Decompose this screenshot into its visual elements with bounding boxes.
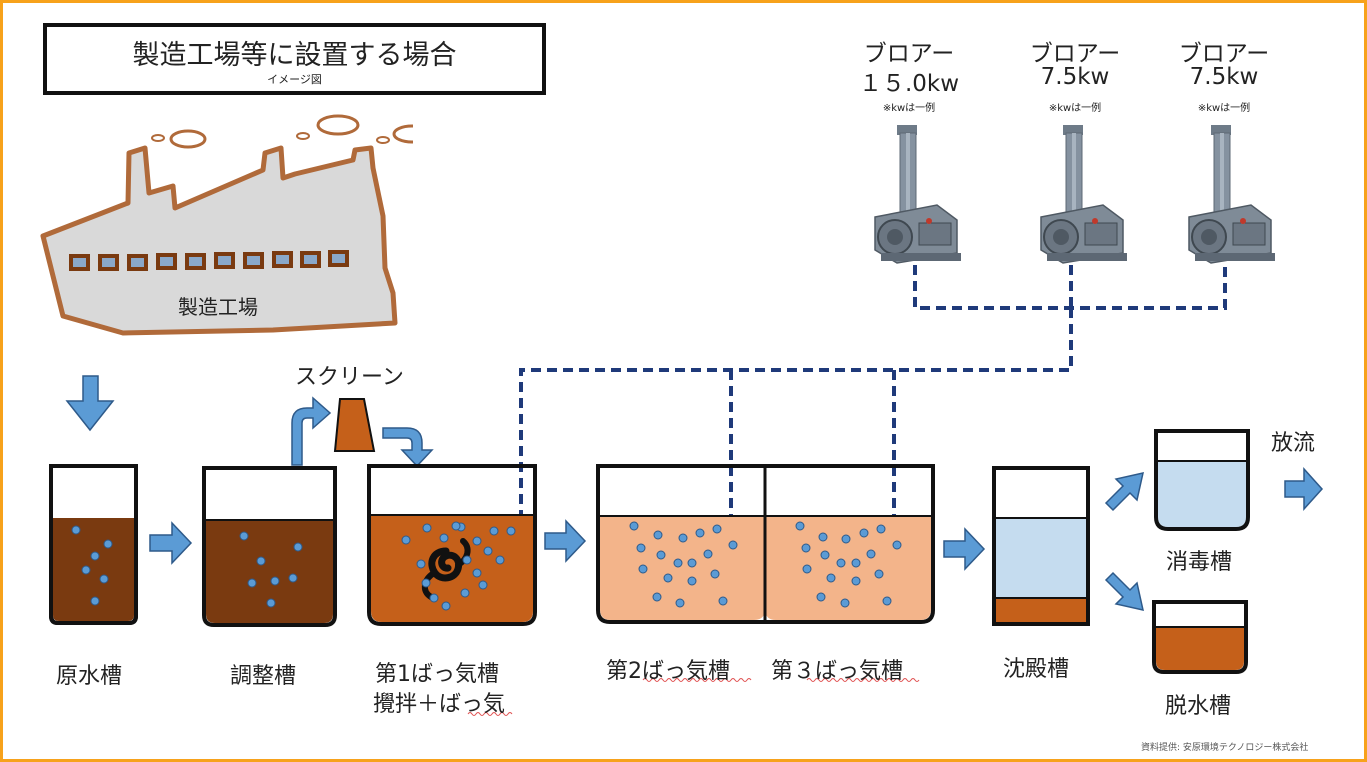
arrow-down-right-icon <box>1104 571 1144 611</box>
arrow-up-right-icon <box>1104 472 1144 512</box>
dewater-tank-label: 脱水槽 <box>1165 694 1232 719</box>
screen-label: スクリーン <box>295 365 404 390</box>
aer1-bubbles <box>401 521 516 611</box>
adjust-tank-label: 調整槽 <box>230 664 297 689</box>
blower-2-note: ※kwは一例 <box>1048 103 1102 114</box>
aeration-tank-3 <box>765 516 931 620</box>
arrow-right-icon <box>544 519 587 563</box>
blower-1-power: １５.0kw <box>858 71 960 97</box>
raw-tank-bubbles <box>71 525 113 606</box>
process-diagram <box>49 124 1324 716</box>
blower-1-name: ブロアー <box>863 41 955 67</box>
settling-tank-label: 沈殿槽 <box>1003 657 1070 682</box>
aeration-tank-2 <box>600 516 765 620</box>
disinfection-tank-label: 消毒槽 <box>1166 550 1233 575</box>
aer3-label: 第３ばっ気槽 <box>771 659 904 684</box>
spellcheck-underlines <box>467 678 920 716</box>
discharge-label: 放流 <box>1271 431 1316 456</box>
raw-water-tank <box>49 464 138 625</box>
aer1-sublabel: 攪拌＋ばっ気 <box>373 692 506 717</box>
dewater-tank <box>1152 600 1248 674</box>
factory-icon <box>40 114 413 336</box>
blower-3-power: 7.5kw <box>1189 64 1259 90</box>
arrow-right-icon <box>943 527 986 571</box>
blower-1-note: ※kwは一例 <box>882 103 936 114</box>
adjust-tank-bubbles <box>239 531 303 608</box>
arrow-up-right-icon <box>291 396 332 466</box>
disinfection-tank <box>1154 429 1250 531</box>
aer3-bubbles <box>795 521 902 608</box>
blower-3-name: ブロアー <box>1178 41 1270 67</box>
settling-tank <box>992 466 1090 626</box>
factory-label: 製造工場 <box>178 295 258 319</box>
title-box: 製造工場等に設置する場合 イメージ図 <box>43 23 546 95</box>
page-subtitle: イメージ図 <box>267 73 322 86</box>
credit-text: 資料提供: 安原環境テクノロジー株式会社 <box>1141 743 1309 753</box>
aeration-tank-1 <box>367 464 537 626</box>
arrow-down-icon <box>65 375 115 432</box>
blower-2-power: 7.5kw <box>1040 64 1110 90</box>
screen-filter-icon <box>333 398 376 452</box>
page-title: 製造工場等に設置する場合 <box>132 40 457 71</box>
blower-3-note: ※kwは一例 <box>1197 103 1251 114</box>
blower-3-icon <box>1188 124 1276 264</box>
raw-tank-label: 原水槽 <box>56 664 123 689</box>
arrow-right-icon <box>149 521 193 565</box>
aer2-bubbles <box>629 521 738 608</box>
blower-2-icon <box>1040 124 1128 264</box>
aer2-label: 第2ばっ気槽 <box>606 659 730 684</box>
arrow-right-down-icon <box>382 427 434 468</box>
blower-1-icon <box>874 124 962 264</box>
discharge-arrow-icon <box>1284 467 1324 511</box>
blower-2-name: ブロアー <box>1029 41 1121 67</box>
aer1-label: 第1ばっ気槽 <box>375 662 499 687</box>
